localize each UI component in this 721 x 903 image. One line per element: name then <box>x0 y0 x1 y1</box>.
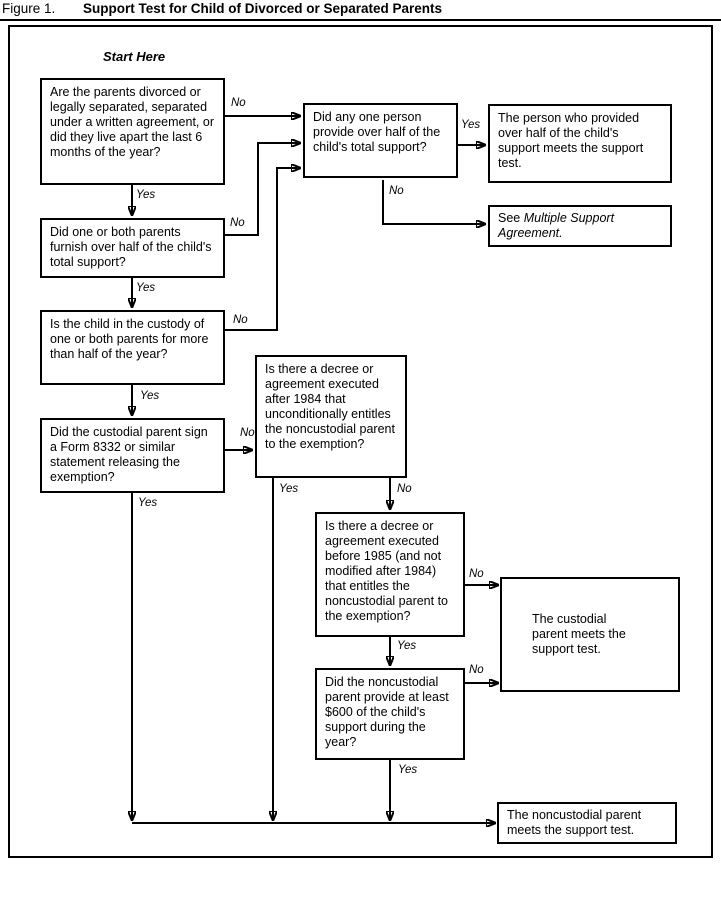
multiple-support-prefix: See <box>498 211 524 225</box>
figure-title: Support Test for Child of Divorced or Se… <box>83 1 443 16</box>
node-decree-before-1985-question: Is there a decree or agreement executed … <box>315 512 465 637</box>
edge-label-no: No <box>469 664 484 676</box>
figure-label: Figure 1. <box>2 1 56 16</box>
node-noncustodial-meets-result: The noncustodial parent meets the suppor… <box>497 802 677 844</box>
node-decree-after-1984-question: Is there a decree or agreement executed … <box>255 355 407 478</box>
edge-label-yes: Yes <box>397 640 417 652</box>
node-multiple-support-result: See Multiple Support Agreement. <box>488 205 672 247</box>
multiple-support-reference: Multiple Support Agreement. <box>498 211 615 240</box>
edge-label-yes: Yes <box>140 390 160 402</box>
edge-label-no: No <box>469 568 484 580</box>
node-provide-600-question: Did the noncustodial parent provide at l… <box>315 668 465 760</box>
edge-label-yes: Yes <box>461 119 481 131</box>
custodial-meets-text: The custodial parent meets the support t… <box>532 612 626 656</box>
edge-label-no: No <box>389 185 404 197</box>
node-custody-question: Is the child in the custody of one or bo… <box>40 310 225 385</box>
edge-label-no: No <box>230 217 245 229</box>
node-divorced-question: Are the parents divorced or legally sepa… <box>40 78 225 185</box>
edge-label-no: No <box>240 427 255 439</box>
edge-label-yes: Yes <box>398 764 418 776</box>
node-person-meets-result: The person who provided over half of the… <box>488 104 672 183</box>
edge-label-yes: Yes <box>136 282 156 294</box>
node-one-person-question: Did any one person provide over half of … <box>303 103 458 178</box>
edge-label-no: No <box>233 314 248 326</box>
edge-label-no: No <box>231 97 246 109</box>
edge-label-no: No <box>397 483 412 495</box>
start-here-label: Start Here <box>103 49 166 64</box>
edge-label-yes: Yes <box>279 483 299 495</box>
node-custodial-meets-result: The custodial parent meets the support t… <box>500 577 680 692</box>
edge-label-yes: Yes <box>138 497 158 509</box>
node-form-8332-question: Did the custodial parent sign a Form 833… <box>40 418 225 493</box>
node-parents-furnish-question: Did one or both parents furnish over hal… <box>40 218 225 278</box>
edge-label-yes: Yes <box>136 189 156 201</box>
title-rule <box>0 19 721 21</box>
